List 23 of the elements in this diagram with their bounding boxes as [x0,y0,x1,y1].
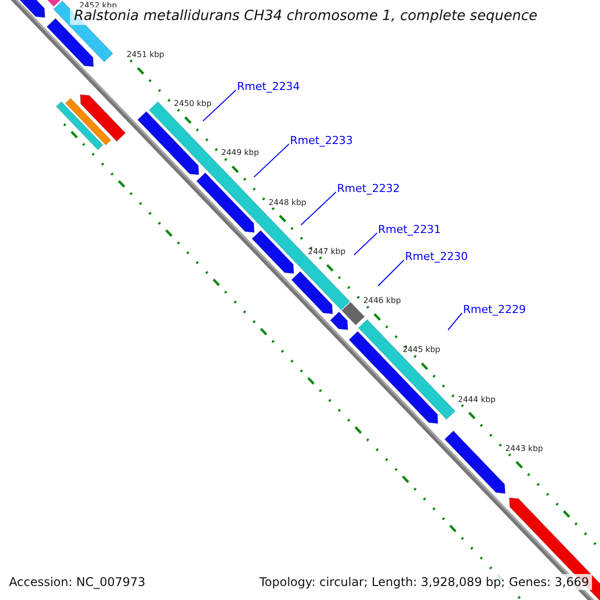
leader-line [202,90,236,122]
scale-label: 2447 kbp [308,246,346,257]
sequence-info-text: Topology: circular; Length: 3,928,089 bp; Genes: 3,669 [256,574,592,590]
gene-name-label: Rmet_2232 [337,182,400,195]
scale-label: 2452 kbp [79,0,117,10]
scale-label: 2444 kbp [458,394,496,405]
scale-label: 2448 kbp [268,196,306,208]
scale-label: 2443 kbp [505,442,543,454]
scale-label: 2446 kbp [363,295,401,306]
scale-label: 2450 kbp [174,98,212,110]
leader-line [378,260,404,286]
gene-name-label: Rmet_2230 [405,250,468,263]
gene-name-label: Rmet_2234 [237,80,300,93]
scale-label: 2445 kbp [402,344,440,356]
leader-line [354,232,378,256]
scale-label: 2451 kbp [126,48,164,60]
gene-name-label: Rmet_2229 [463,303,526,316]
gene-name-label: Rmet_2233 [290,134,353,147]
scale-label: 2449 kbp [221,147,259,158]
leader-line [254,144,290,178]
leader-line [448,312,462,330]
gene-name-label: Rmet_2231 [378,223,441,236]
leader-line [300,192,336,226]
